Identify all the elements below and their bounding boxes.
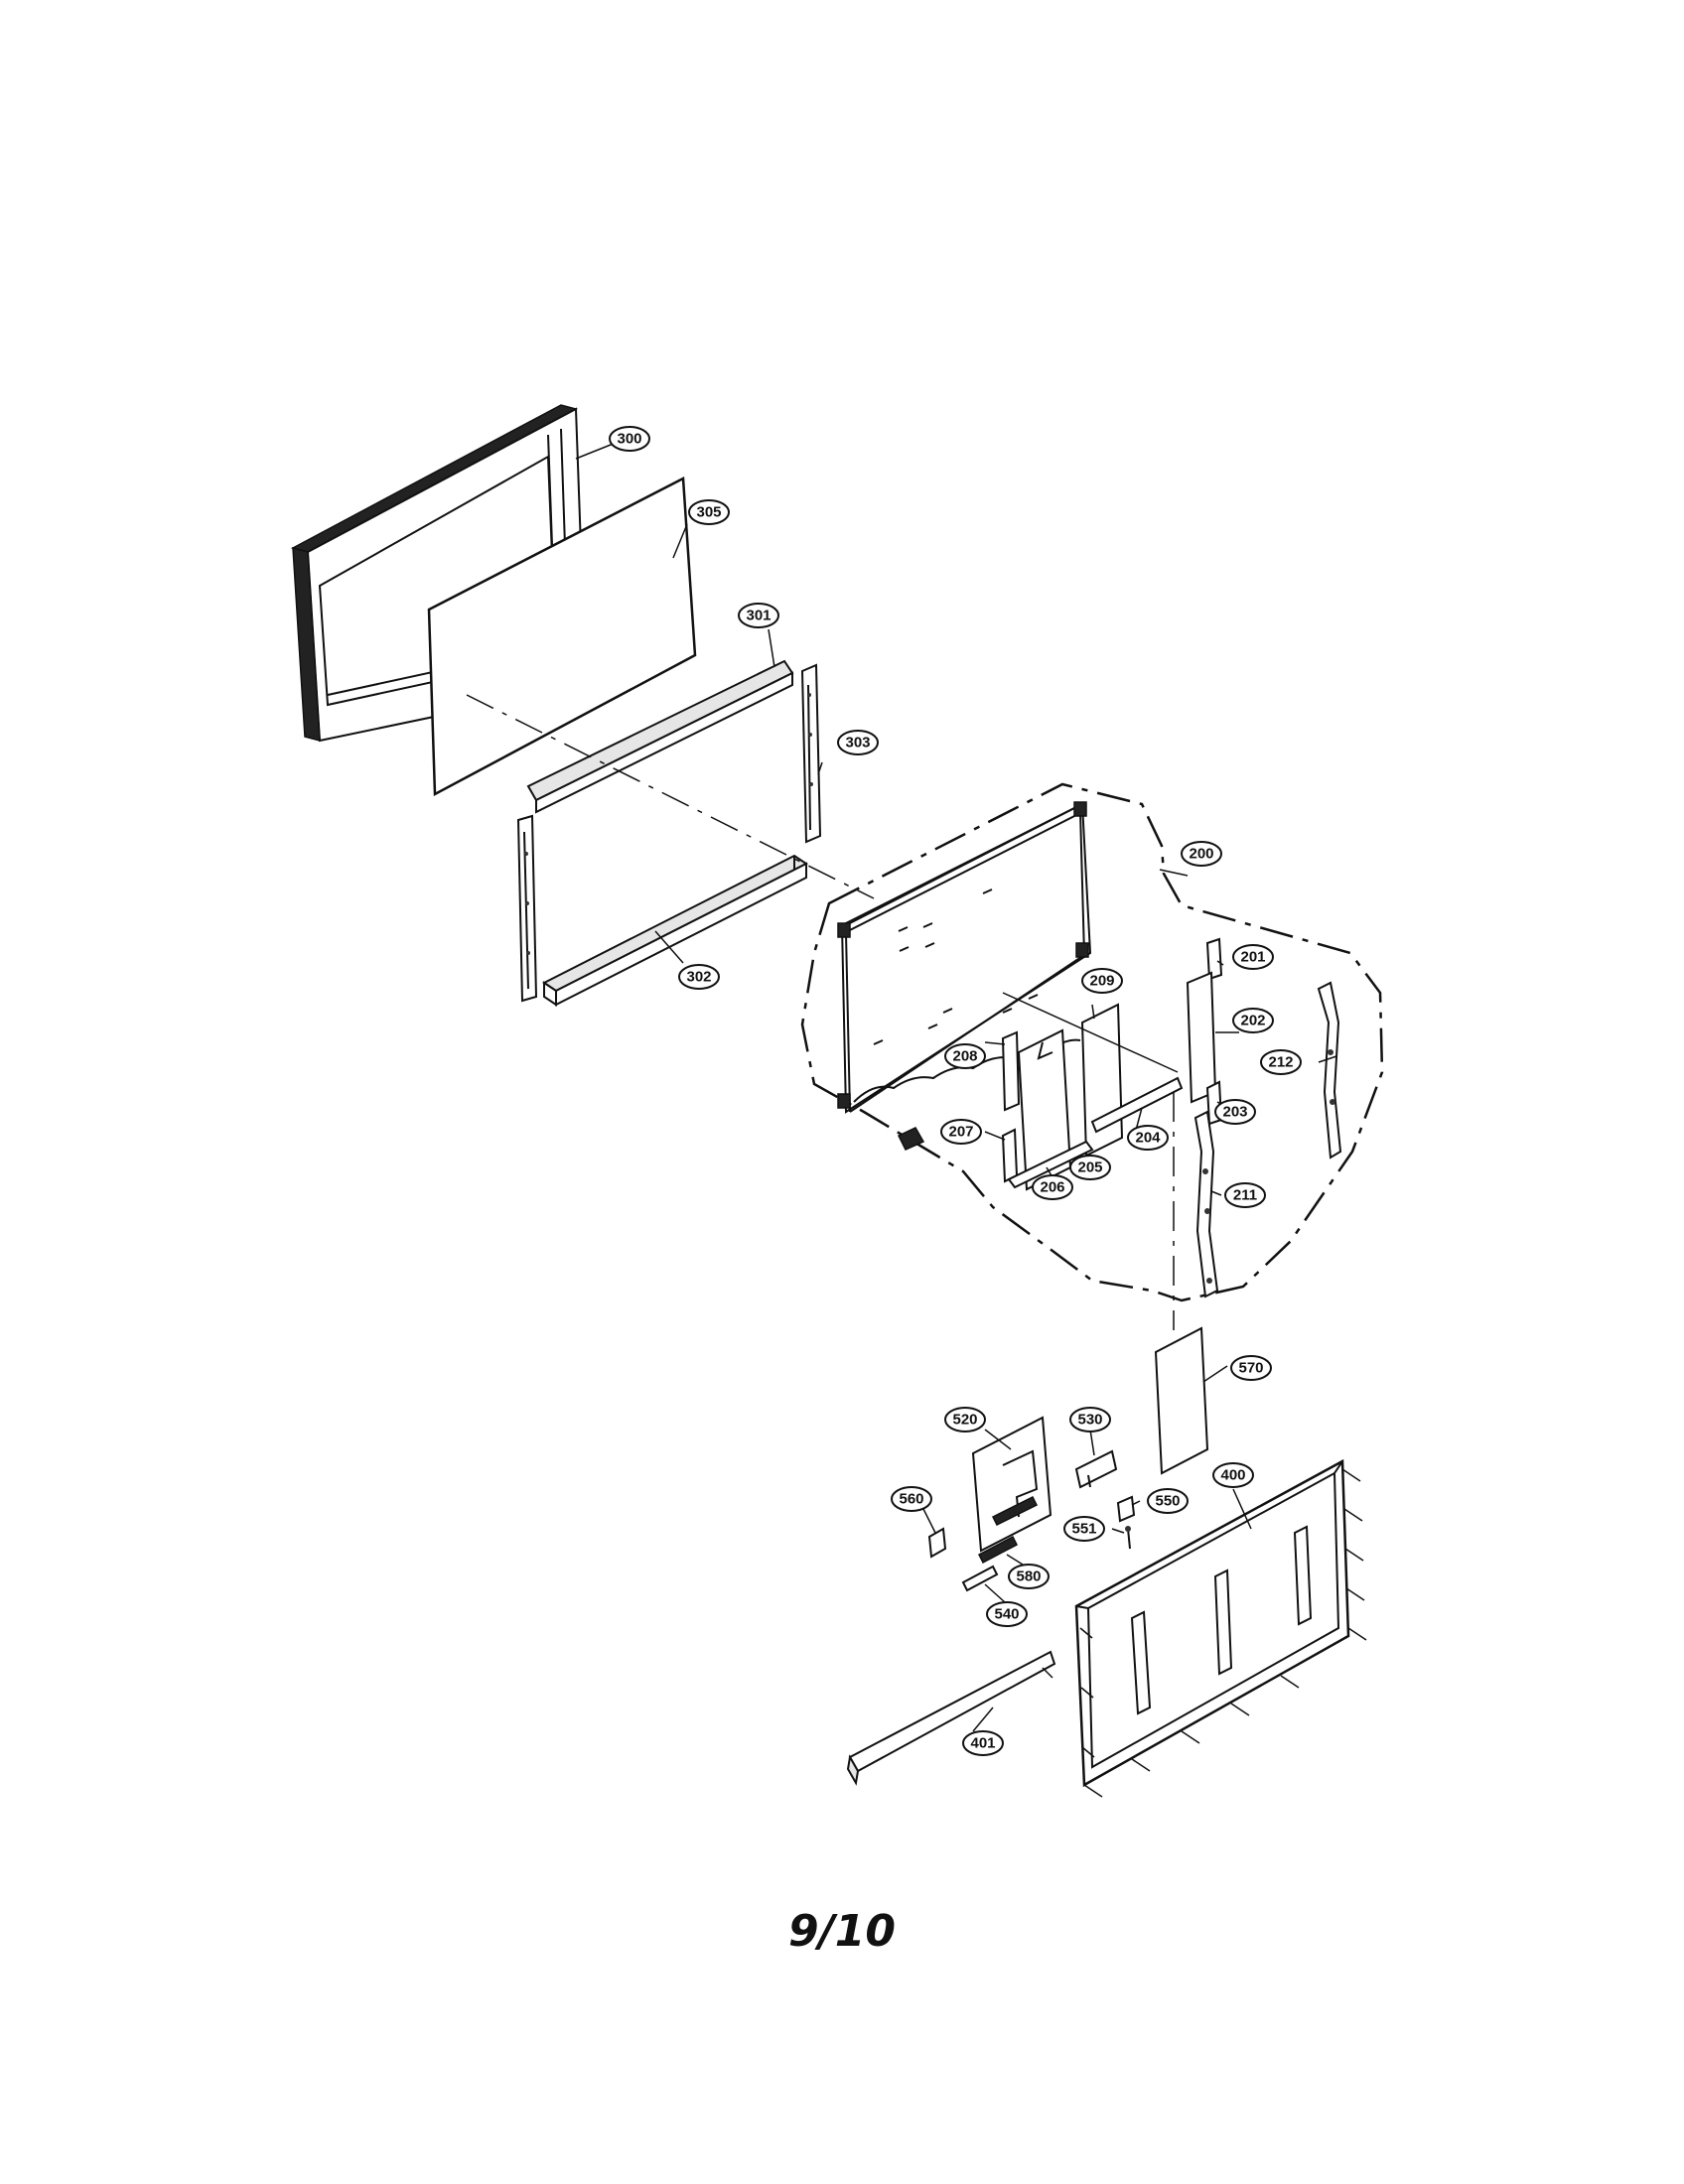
svg-text:302: 302 <box>686 969 711 986</box>
svg-text:305: 305 <box>696 504 721 521</box>
callout-560: 560 <box>891 1486 932 1512</box>
svg-text:540: 540 <box>994 1606 1019 1623</box>
svg-text:551: 551 <box>1071 1521 1096 1538</box>
callout-400: 400 <box>1212 1462 1254 1488</box>
callout-401: 401 <box>962 1730 1004 1756</box>
leader-lines <box>575 438 1337 1732</box>
callout-212: 212 <box>1260 1049 1302 1075</box>
callout-302: 302 <box>678 964 720 990</box>
callout-551: 551 <box>1063 1516 1105 1542</box>
callout-550: 550 <box>1147 1488 1189 1514</box>
callout-211: 211 <box>1224 1182 1266 1208</box>
svg-text:400: 400 <box>1220 1467 1245 1484</box>
svg-text:300: 300 <box>617 431 641 448</box>
part-400-rear-cover <box>1074 1458 1367 1798</box>
callout-570: 570 <box>1230 1355 1272 1381</box>
callout-203: 203 <box>1214 1099 1256 1125</box>
callout-520: 520 <box>944 1407 986 1433</box>
page-number: 9/10 <box>788 1906 896 1957</box>
svg-text:580: 580 <box>1016 1569 1041 1585</box>
part-303-right-bracket <box>800 663 822 844</box>
callout-303: 303 <box>837 730 879 755</box>
svg-text:303: 303 <box>845 735 870 751</box>
svg-text:200: 200 <box>1189 846 1213 863</box>
svg-text:208: 208 <box>952 1048 977 1065</box>
svg-text:211: 211 <box>1233 1187 1257 1204</box>
svg-text:401: 401 <box>970 1735 995 1752</box>
part-305-filter-panel <box>427 477 697 797</box>
part-550-part <box>1116 1495 1136 1523</box>
callout-206: 206 <box>1032 1174 1073 1200</box>
svg-text:212: 212 <box>1268 1054 1293 1071</box>
svg-text:530: 530 <box>1077 1412 1102 1429</box>
callout-305: 305 <box>688 499 730 525</box>
svg-text:204: 204 <box>1135 1130 1161 1147</box>
svg-text:206: 206 <box>1040 1179 1064 1196</box>
part-580-connector <box>978 1535 1018 1565</box>
part-540-bracket <box>961 1565 999 1592</box>
part-551-screw <box>1125 1526 1131 1550</box>
svg-text:209: 209 <box>1089 973 1114 990</box>
part-302-bottom-bracket <box>516 814 808 1007</box>
svg-text:205: 205 <box>1077 1160 1102 1176</box>
svg-text:207: 207 <box>948 1124 973 1141</box>
svg-text:550: 550 <box>1155 1493 1180 1510</box>
svg-text:202: 202 <box>1240 1013 1265 1029</box>
callout-201: 201 <box>1232 944 1274 970</box>
part-520-main-board <box>971 1416 1052 1553</box>
assembly-axis <box>466 694 875 899</box>
part-200-chassis-assembly <box>800 782 1384 1302</box>
callout-202: 202 <box>1232 1008 1274 1033</box>
svg-text:203: 203 <box>1222 1104 1247 1121</box>
part-530-component <box>1074 1449 1118 1489</box>
part-570-rear-board <box>1154 1326 1209 1475</box>
callout-200: 200 <box>1181 841 1222 867</box>
callout-209: 209 <box>1081 968 1123 994</box>
part-301-top-bracket <box>526 659 794 814</box>
callout-540: 540 <box>986 1601 1028 1627</box>
callout-204: 204 <box>1127 1125 1169 1151</box>
callout-207: 207 <box>940 1119 982 1145</box>
callout-580: 580 <box>1008 1564 1050 1589</box>
callout-530: 530 <box>1069 1407 1111 1433</box>
svg-text:560: 560 <box>899 1491 923 1508</box>
callout-205: 205 <box>1069 1155 1111 1180</box>
part-401-bottom-trim <box>846 1650 1056 1786</box>
callout-301: 301 <box>738 603 779 628</box>
svg-text:301: 301 <box>746 608 771 624</box>
svg-text:570: 570 <box>1238 1360 1263 1377</box>
callout-208: 208 <box>944 1043 986 1069</box>
part-560-small-part <box>927 1527 947 1559</box>
svg-text:520: 520 <box>952 1412 977 1429</box>
callout-300: 300 <box>609 426 650 452</box>
svg-text:201: 201 <box>1240 949 1265 966</box>
